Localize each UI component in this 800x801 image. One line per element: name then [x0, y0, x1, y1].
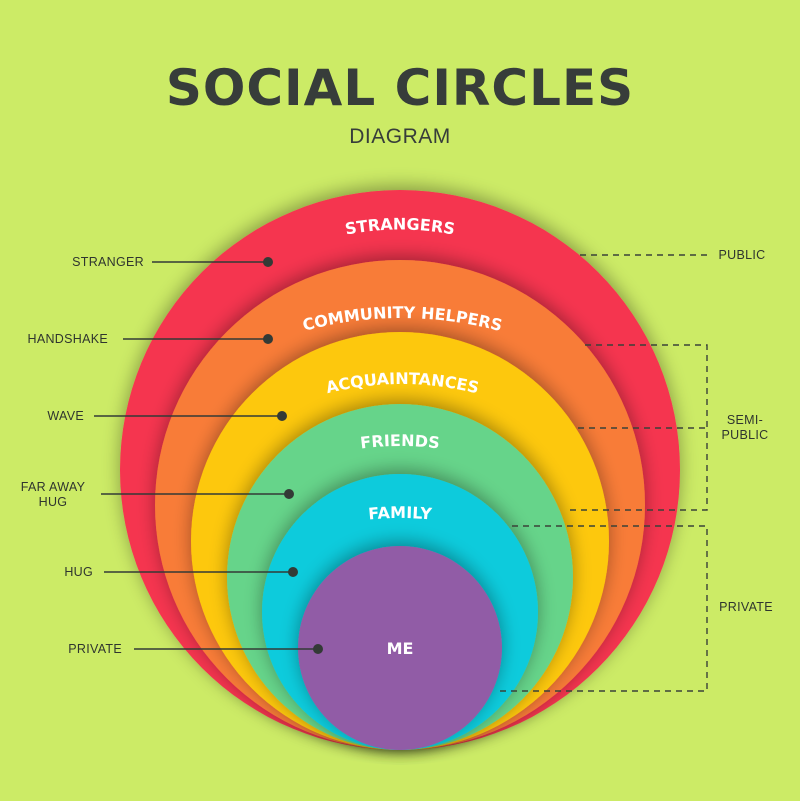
- left-label-wave: WAVE: [47, 409, 84, 423]
- leader-dot-private: [313, 644, 323, 654]
- leader-dot-far-away-hug: [284, 489, 294, 499]
- leader-dot-stranger: [263, 257, 273, 267]
- dashed-bracket-private: [495, 525, 708, 692]
- right-label-semi-public: SEMI- PUBLIC: [715, 413, 775, 443]
- diagram-subtitle: DIAGRAM: [349, 125, 451, 148]
- right-label-semi-public-line1: SEMI-: [726, 413, 764, 427]
- left-label-handshake: HANDSHAKE: [27, 332, 108, 346]
- circle-me: [298, 546, 502, 750]
- right-label-private: PRIVATE: [719, 600, 773, 614]
- leader-dot-handshake: [263, 334, 273, 344]
- right-label-semi-public-line2: PUBLIC: [721, 428, 769, 442]
- left-label-stranger: STRANGER: [72, 255, 144, 269]
- leader-dot-hug: [288, 567, 298, 577]
- label-me: ME: [387, 639, 414, 658]
- left-label-far-away-hug-line2: HUG: [38, 495, 68, 509]
- label-family: FAMILY: [367, 503, 432, 524]
- left-label-far-away-hug-line1: FAR AWAY: [20, 480, 86, 494]
- left-label-far-away-hug: FAR AWAY HUG: [10, 480, 96, 510]
- right-label-public: PUBLIC: [718, 248, 766, 262]
- left-label-private: PRIVATE: [68, 642, 122, 656]
- label-friends: FRIENDS: [359, 431, 440, 453]
- diagram-title: SOCIAL CIRCLES: [165, 59, 635, 117]
- left-label-hug: HUG: [64, 565, 93, 579]
- leader-dot-wave: [277, 411, 287, 421]
- dashed-bracket-semi-public: [565, 344, 708, 511]
